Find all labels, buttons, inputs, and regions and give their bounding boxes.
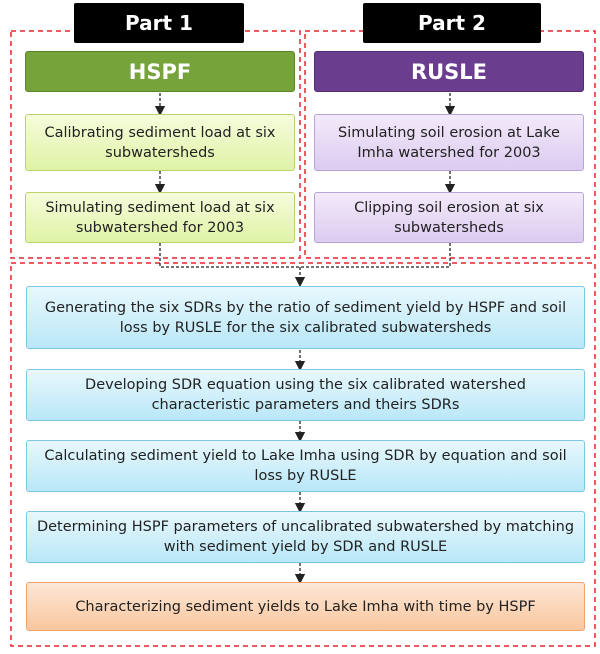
part1-tab: Part 1	[74, 3, 244, 43]
merge-line-right	[300, 243, 451, 268]
step-developing-sdr-equation: Developing SDR equation using the six ca…	[26, 369, 585, 421]
step-characterizing-sediment-yields: Characterizing sediment yields to Lake I…	[26, 582, 585, 631]
rusle-header: RUSLE	[314, 51, 584, 92]
rusle-step-simulating: Simulating soil erosion at Lake Imha wat…	[314, 114, 584, 171]
hspf-step-simulating: Simulating sediment load at six subwater…	[25, 192, 295, 243]
rusle-step-clipping: Clipping soil erosion at six subwatershe…	[314, 192, 584, 243]
hspf-header: HSPF	[25, 51, 295, 92]
step-calculating-sediment-yield: Calculating sediment yield to Lake Imha …	[26, 440, 585, 492]
step-determining-hspf-parameters: Determining HSPF parameters of uncalibra…	[26, 511, 585, 563]
combined-group-border	[10, 262, 596, 647]
part2-tab: Part 2	[363, 3, 541, 43]
hspf-step-calibrating: Calibrating sediment load at six subwate…	[25, 114, 295, 171]
step-generating-sdrs: Generating the six SDRs by the ratio of …	[26, 286, 585, 349]
merge-line-left	[159, 243, 300, 268]
